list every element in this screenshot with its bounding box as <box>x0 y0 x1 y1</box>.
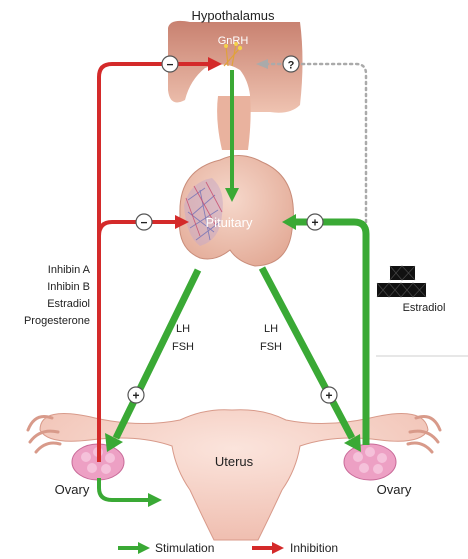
redaction-block <box>377 283 426 297</box>
uterus-label: Uterus <box>215 454 254 469</box>
plus-sign-icon: + <box>307 214 323 230</box>
legend-stimulation-label: Stimulation <box>155 541 214 555</box>
estradiol-annotation-right: Estradiol <box>376 266 468 356</box>
pituitary-gland <box>179 155 293 266</box>
hormone-fsh: FSH <box>172 341 194 353</box>
hypothalamus-label: Hypothalamus <box>191 8 275 23</box>
ovary-right-organ <box>344 444 396 480</box>
gonadotropins-left: LH FSH <box>172 323 194 353</box>
inhibition-feedback-arrows <box>99 57 222 462</box>
hormone-fsh: FSH <box>260 341 282 353</box>
feedback-item: Progesterone <box>24 315 90 327</box>
ovary-left-label: Ovary <box>55 482 90 497</box>
plus-sign-icon: + <box>128 387 144 403</box>
gnrh-label: GnRH <box>218 35 249 47</box>
estradiol-label: Estradiol <box>403 302 446 314</box>
feedback-item: Estradiol <box>47 298 90 310</box>
hormone-lh: LH <box>176 323 190 335</box>
minus-sign-icon: − <box>136 214 152 230</box>
legend: Stimulation Inhibition <box>118 541 338 555</box>
svg-text:+: + <box>311 216 318 230</box>
feedback-item: Inhibin A <box>48 264 91 276</box>
svg-text:−: − <box>140 216 147 230</box>
svg-text:?: ? <box>288 60 295 72</box>
feedback-hormones-left: Inhibin A Inhibin B Estradiol Progestero… <box>24 264 91 327</box>
hormone-lh: LH <box>264 323 278 335</box>
redaction-block <box>390 266 415 280</box>
svg-text:+: + <box>325 389 332 403</box>
legend-stimulation: Stimulation <box>118 541 214 555</box>
plus-sign-icon: + <box>321 387 337 403</box>
pituitary-label: Pituitary <box>206 215 253 230</box>
svg-text:+: + <box>132 389 139 403</box>
ovary-right-label: Ovary <box>377 482 412 497</box>
gonadotropins-right: LH FSH <box>260 323 282 353</box>
unknown-sign-icon: ? <box>283 56 299 72</box>
minus-sign-icon: − <box>162 56 178 72</box>
legend-inhibition-label: Inhibition <box>290 541 338 555</box>
svg-text:−: − <box>166 58 173 72</box>
legend-inhibition: Inhibition <box>252 541 338 555</box>
feedback-item: Inhibin B <box>47 281 90 293</box>
